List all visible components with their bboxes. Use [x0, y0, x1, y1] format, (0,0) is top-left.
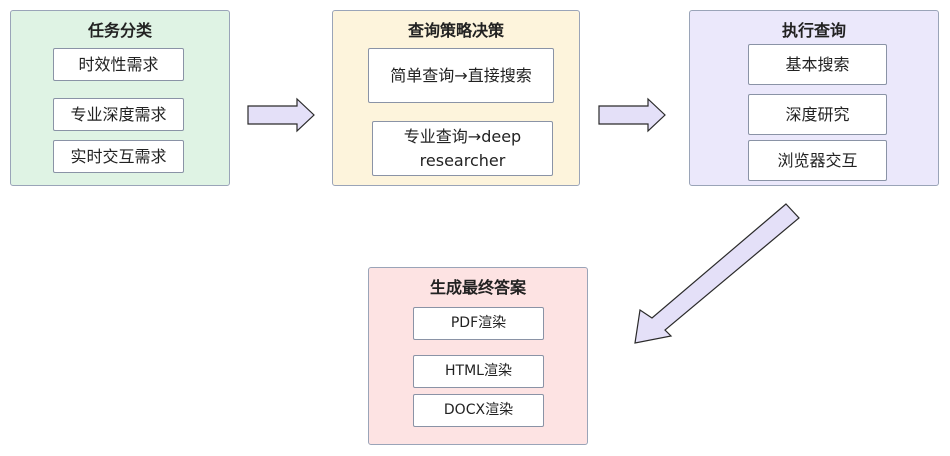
- group-final-answer: 生成最终答案 PDF渲染 HTML渲染 DOCX渲染: [368, 267, 588, 445]
- group-query-strategy: 查询策略决策 简单查询→直接搜索 专业查询→deep researcher: [332, 10, 580, 186]
- node-pdf-render: PDF渲染: [413, 307, 544, 340]
- node-professional-query: 专业查询→deep researcher: [372, 121, 553, 176]
- group-task-classification: 任务分类 时效性需求 专业深度需求 实时交互需求: [10, 10, 230, 186]
- node-realtime-interaction: 实时交互需求: [53, 140, 184, 173]
- group-title: 生成最终答案: [429, 278, 526, 297]
- group-title: 执行查询: [781, 21, 846, 40]
- node-professional-depth: 专业深度需求: [53, 98, 184, 131]
- group-title: 查询策略决策: [407, 21, 504, 40]
- node-browser-interaction: 浏览器交互: [748, 140, 887, 181]
- arrow-classify-to-strategy: [247, 97, 315, 133]
- node-html-render: HTML渲染: [413, 355, 544, 388]
- arrow-strategy-to-execute: [598, 97, 666, 133]
- group-execute-query: 执行查询 基本搜索 深度研究 浏览器交互: [689, 10, 939, 186]
- node-timeliness: 时效性需求: [53, 48, 184, 81]
- node-docx-render: DOCX渲染: [413, 394, 544, 427]
- group-title: 任务分类: [87, 21, 152, 40]
- node-basic-search: 基本搜索: [748, 44, 887, 85]
- node-simple-query: 简单查询→直接搜索: [368, 48, 554, 103]
- arrow-execute-to-answer: [634, 203, 800, 344]
- node-deep-research: 深度研究: [748, 94, 887, 135]
